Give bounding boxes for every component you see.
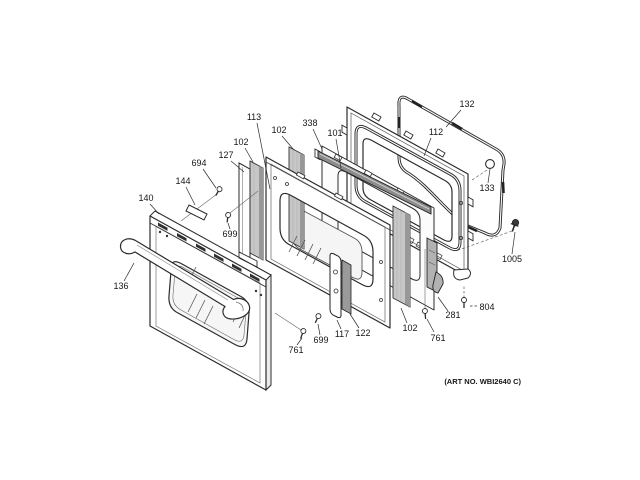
screw-1005 — [510, 218, 520, 232]
screw-761-left — [299, 328, 307, 339]
part-callout-101: 101 — [327, 128, 342, 138]
foam-strip-right — [392, 205, 411, 308]
part-callout-761-right: 761 — [430, 333, 445, 343]
door-gasket-loop — [397, 95, 506, 237]
side-trim-127 — [238, 162, 258, 268]
grommet-133 — [471, 159, 495, 181]
part-callout-117: 117 — [335, 329, 349, 339]
callout-leaders — [123, 109, 516, 346]
foam-strip-left — [249, 160, 264, 261]
part-callout-133: 133 — [479, 183, 494, 193]
part-callout-102-right: 102 — [402, 323, 417, 333]
clip-plate-144 — [185, 204, 208, 221]
inner-door-panel — [265, 156, 391, 329]
screw-699-lower — [314, 313, 322, 324]
part-callout-699-lower: 699 — [313, 335, 328, 345]
glass-reflection-hatches — [288, 235, 322, 265]
part-callout-144: 144 — [175, 176, 190, 186]
latch-keeper-281 — [426, 237, 444, 294]
part-callout-132: 132 — [459, 99, 474, 109]
frame-bottom-foot — [453, 268, 471, 281]
part-callout-338: 338 — [302, 118, 317, 128]
screw-699-upper — [225, 212, 232, 223]
part-callout-699-upper: 699 — [222, 229, 237, 239]
part-callout-136: 136 — [113, 281, 128, 291]
part-callout-761-left: 761 — [288, 345, 303, 355]
part-callout-1005: 1005 — [502, 254, 522, 264]
door-handle — [119, 238, 251, 320]
glass-retainer-117 — [329, 252, 342, 319]
door-vent-dashes — [158, 222, 260, 282]
part-callout-281: 281 — [445, 310, 460, 320]
part-callout-113: 113 — [247, 112, 261, 122]
part-callout-694: 694 — [191, 158, 206, 168]
part-callout-102-left: 102 — [233, 137, 248, 147]
callout-labels: 113 102 338 101 132 112 694 127 102 144 … — [113, 99, 522, 355]
screw-804 — [461, 297, 467, 308]
glass-retainer-122 — [341, 259, 352, 315]
part-callout-112: 112 — [429, 127, 443, 137]
screw-694 — [215, 186, 223, 196]
part-callout-804: 804 — [479, 302, 494, 312]
outer-door-panel — [119, 210, 272, 392]
part-callout-127: 127 — [218, 150, 233, 160]
part-callout-140: 140 — [138, 193, 153, 203]
screw-761-right — [421, 308, 428, 320]
art-number: (ART NO. WBI2640 C) — [444, 377, 521, 386]
part-callout-122: 122 — [355, 328, 370, 338]
top-trim-bar — [314, 148, 432, 215]
part-callout-102-mid: 102 — [271, 125, 286, 135]
